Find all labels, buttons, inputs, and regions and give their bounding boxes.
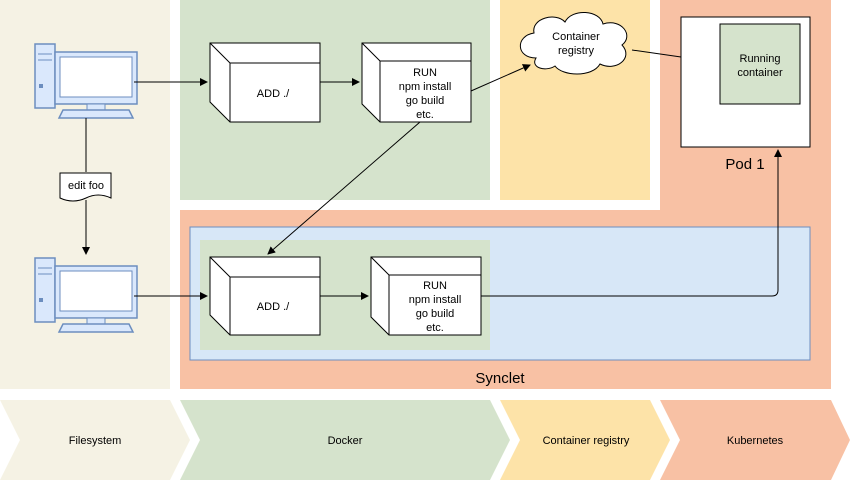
docker-run-line-2: npm install (399, 81, 452, 93)
running-container-line-2: container (737, 67, 783, 79)
footer-stage-filesystem (0, 400, 190, 480)
pod-box: Running container Pod 1 (680, 16, 811, 173)
computer-icon (34, 257, 138, 333)
footer-chevrons: Filesystem Docker Container registry Kub… (0, 400, 850, 480)
synclet-run-cube: RUN npm install go build etc. (370, 256, 482, 336)
synclet-run-line-3: go build (416, 308, 455, 320)
arrow-run-to-synclet-add (267, 121, 421, 255)
cloud-icon: Container registry (519, 12, 628, 75)
footer-label-filesystem: Filesystem (69, 435, 122, 447)
docker-run-cube: RUN npm install go build etc. (361, 42, 472, 123)
footer-label-registry: Container registry (543, 435, 630, 447)
synclet-run-line-2: npm install (409, 294, 462, 306)
docker-run-line-3: go build (406, 95, 445, 107)
running-container-line-1: Running (740, 53, 781, 65)
synclet-add-cube: ADD ./ (209, 256, 321, 336)
footer-stage-registry (500, 400, 670, 480)
docker-add-label: ADD ./ (257, 88, 290, 100)
docker-run-line-4: etc. (416, 109, 434, 121)
pod-title: Pod 1 (725, 156, 764, 173)
arrow-synclet-to-pod (481, 149, 782, 297)
running-container (719, 23, 801, 105)
synclet-label: Synclet (475, 370, 525, 387)
footer-label-kubernetes: Kubernetes (727, 435, 784, 447)
arrow-run-to-registry (470, 64, 531, 92)
line-registry-to-pod (631, 49, 682, 58)
synclet-run-line-4: etc. (426, 322, 444, 334)
synclet-run-line-1: RUN (423, 280, 447, 292)
footer-stage-kubernetes (660, 400, 850, 480)
docker-add-cube: ADD ./ (209, 42, 321, 123)
computer-icon (34, 43, 138, 119)
footer-label-docker: Docker (328, 435, 363, 447)
registry-cloud-line-2: registry (558, 45, 595, 57)
footer-stage-docker (180, 400, 510, 480)
docker-run-line-1: RUN (413, 67, 437, 79)
edit-label: edit foo (68, 180, 104, 192)
synclet-add-label: ADD ./ (257, 301, 290, 313)
document-icon: edit foo (59, 172, 112, 202)
registry-cloud-line-1: Container (552, 31, 600, 43)
